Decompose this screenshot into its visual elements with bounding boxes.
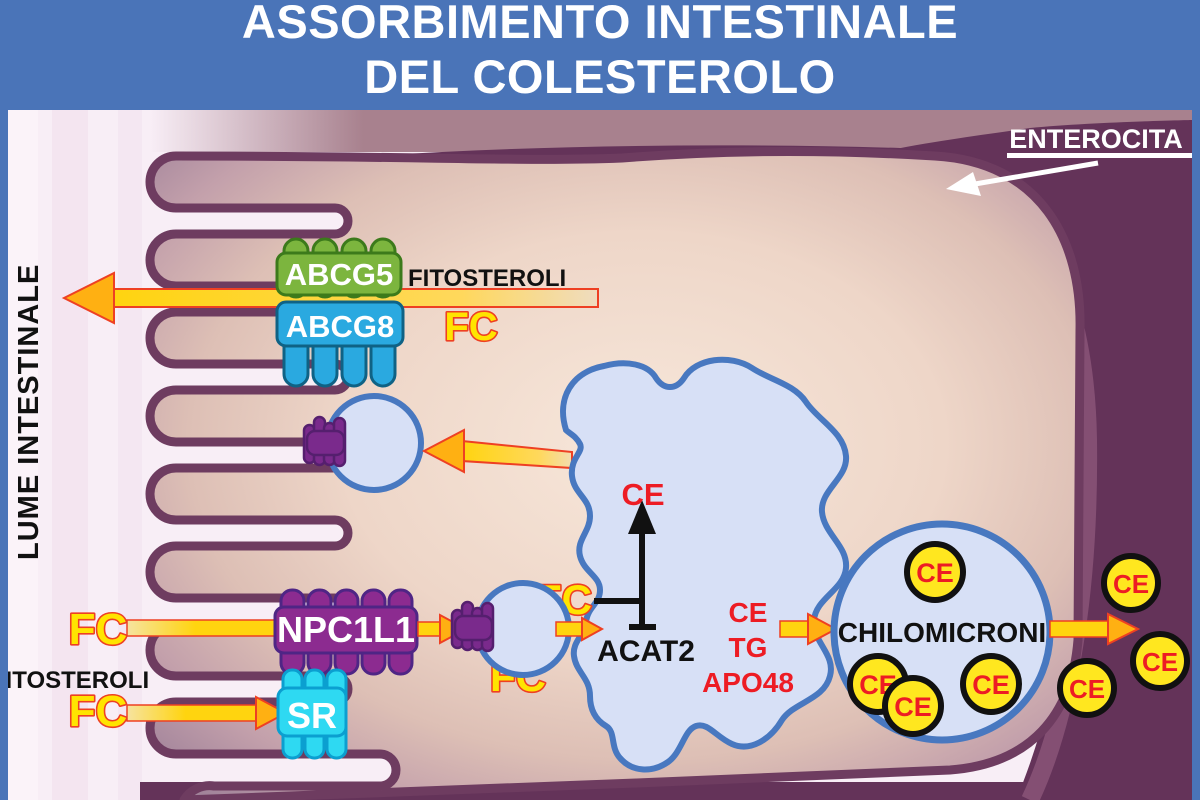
svg-text:CE: CE <box>1069 674 1105 704</box>
enterocita-label: ENTEROCITA <box>1009 124 1183 154</box>
vesicle-membrane-protein <box>450 600 495 653</box>
ce-droplet: CE <box>1101 553 1161 613</box>
ce-droplet: CE <box>960 653 1022 715</box>
abcg5-label: ABCG5 <box>285 257 394 292</box>
svg-text:CE: CE <box>916 558 954 588</box>
fc-to-sr-arrow <box>126 695 289 731</box>
title-line-2: DEL COLESTEROLO <box>364 50 836 103</box>
abcg8-label: ABCG8 <box>286 309 395 344</box>
abcg5-transporter <box>275 237 403 299</box>
svg-text:CE: CE <box>972 670 1010 700</box>
ce-droplet: CE <box>1130 631 1190 691</box>
enterocita-arrowhead <box>946 172 981 196</box>
npc1l1-transporter <box>273 588 419 676</box>
fc-sr-label: FC <box>69 687 128 736</box>
ce-droplet: CE <box>1057 658 1117 718</box>
chilomicroni-label: CHILOMICRONI <box>838 617 1046 648</box>
acat2-arrowhead <box>628 500 656 534</box>
fc-npc-label: FC <box>69 605 128 654</box>
endoplasmic-reticulum <box>560 356 850 773</box>
fitosteroli-top-label: FITOSTEROLI <box>408 265 566 292</box>
sr-label: SR <box>287 695 337 736</box>
lume-intestinale-label: LUME INTESTINALE <box>13 264 45 560</box>
fc-top-label: FC <box>444 305 497 349</box>
er-to-chylomicron-arrow <box>779 612 839 646</box>
ce-cargo-label: CE <box>729 597 768 628</box>
npc1l1-label: NPC1L1 <box>277 609 415 650</box>
ce-product-label: CE <box>621 477 664 512</box>
svg-text:CE: CE <box>1113 569 1149 599</box>
vesicle-membrane-protein <box>302 415 347 468</box>
enterocita-arrow <box>974 160 1099 187</box>
acat2-label: ACAT2 <box>597 635 695 668</box>
apo48-cargo-label: APO48 <box>702 667 794 698</box>
abcg8-transporter <box>275 300 405 388</box>
acat2-reaction-arrow <box>594 518 656 630</box>
sr-transporter <box>276 668 348 760</box>
ce-droplet: CE <box>904 541 966 603</box>
tg-cargo-label: TG <box>729 632 768 663</box>
diagram-scene: ENTEROCITA LUME INTESTINALE ABCG5 ABCG8 … <box>8 110 1192 800</box>
fitosteroli-bottom-label: FITOSTEROLI <box>8 667 149 694</box>
lumen-stripe <box>8 110 38 800</box>
lumen-stripe <box>52 110 88 800</box>
fc-to-npc1l1-arrow <box>126 619 280 637</box>
ce-droplet: CE <box>882 675 944 737</box>
enterocita-underline <box>1007 153 1192 158</box>
svg-text:CE: CE <box>1142 647 1178 677</box>
svg-text:CE: CE <box>894 692 932 722</box>
vesicle-to-er-arrow <box>555 616 605 642</box>
lumen-stripe <box>118 110 142 800</box>
title-banner: ASSORBIMENTO INTESTINALE DEL COLESTEROLO <box>0 0 1200 110</box>
chylomicron-secretion-arrow <box>1049 612 1141 646</box>
title-line-1: ASSORBIMENTO INTESTINALE <box>241 0 959 48</box>
